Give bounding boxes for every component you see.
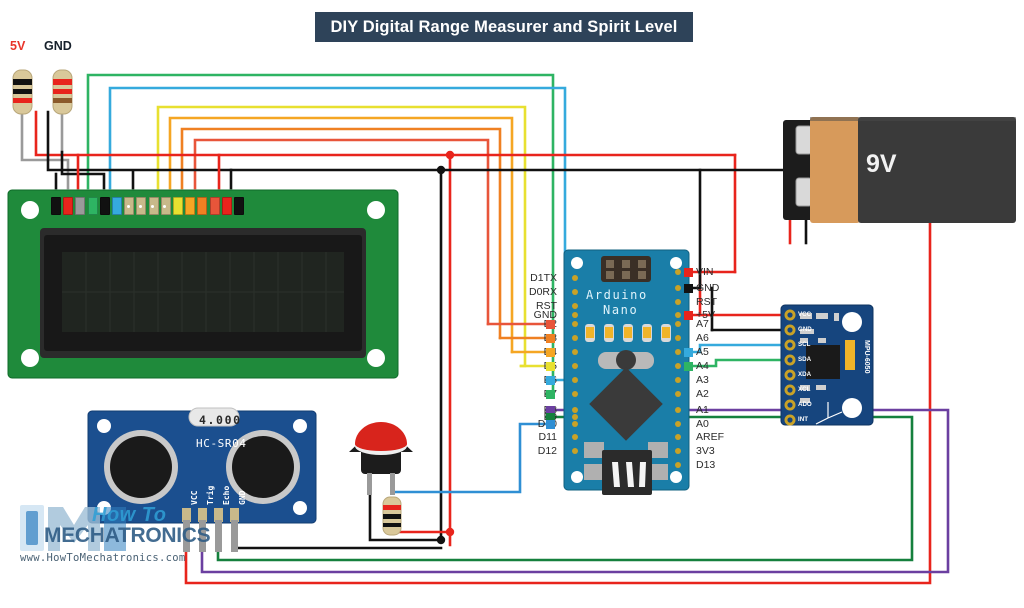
arduino-pin-label-rst: RST (536, 300, 557, 312)
lcd-pin-14 (209, 197, 220, 215)
arduino-pin-label-d0rx: D0RX (528, 286, 557, 298)
lcd-pin-3 (75, 197, 86, 215)
arduino-pin-label-a5: A5 (696, 346, 709, 358)
mpu6050-pin-label-int: INT (798, 416, 808, 423)
battery-label: 9V (866, 150, 897, 178)
arduino-pin-label-a3: A3 (696, 374, 709, 386)
junction-dot (436, 535, 446, 545)
lcd-pin-12 (185, 197, 196, 215)
lcd-pin-6 (112, 197, 122, 215)
lcd-pin-1 (51, 197, 61, 215)
arduino-pin-label-vin: VIN (696, 266, 714, 278)
watermark-line1: How To (92, 504, 167, 526)
arduino-pin-label-a4: A4 (696, 360, 709, 372)
arduino-pin-label-d2: D2 (0, 318, 557, 330)
lcd-pin-13 (197, 197, 208, 215)
resistor-button (382, 496, 402, 536)
arduino-pin-label-d1tx: D1TX (530, 272, 557, 284)
arduino-board-name-line2: Nano (603, 303, 639, 317)
arduino-pin-label-a1: A1 (696, 404, 709, 416)
arduino-pin-marker-gnd (684, 284, 693, 293)
mpu6050-model-label: MPU-6050 (863, 340, 870, 374)
arduino-pin-label-d11: D11 (538, 431, 557, 443)
lcd-pin-11 (173, 197, 183, 215)
arduino-pin-label-d13: D13 (696, 459, 716, 471)
lcd-pin-16 (234, 197, 244, 215)
arduino-pin-marker-d7 (546, 390, 555, 399)
arduino-board-name-line1: Arduino (586, 288, 648, 302)
mpu6050-pin-label-xda: XDA (798, 371, 812, 378)
arduino-pin-label-d7: D7 (0, 388, 557, 400)
arduino-pin-label-d6: D6 (0, 374, 557, 386)
arduino-pin-label-a0: A0 (696, 418, 709, 430)
watermark-url: www.HowToMechatronics.com (20, 552, 186, 564)
mpu6050-pin-label-sda: SDA (798, 356, 812, 363)
mpu6050-pin-label-vcc: VCC (798, 311, 812, 318)
arduino-pin-marker-+5v (684, 311, 693, 320)
arduino-pin-marker-d6 (546, 376, 555, 385)
arduino-pin-label-a7: A7 (696, 318, 709, 330)
lcd-pin-2 (63, 197, 74, 215)
arduino-nano-board (563, 249, 690, 495)
arduino-pin-label-gnd: GND (696, 282, 720, 294)
arduino-pin-label-d4: D4 (0, 346, 557, 358)
resistor-gnd (52, 69, 73, 115)
arduino-pin-label-d3: D3 (0, 332, 557, 344)
lcd-pin-5 (99, 197, 110, 215)
ultrasonic-pin-label-gnd: GND (238, 490, 247, 505)
mpu6050-pin-label-ado: ADO (798, 401, 812, 408)
arduino-pin-marker-d3 (546, 334, 555, 343)
watermark-line2: MECHATRONICS (44, 524, 211, 547)
arduino-pin-label-3v3: 3V3 (696, 445, 715, 457)
watermark-logo (20, 505, 126, 551)
arduino-pin-marker-d5 (546, 362, 555, 371)
ultrasonic-model: HC-SR04 (196, 437, 247, 450)
arduino-pin-label-d5: D5 (0, 360, 557, 372)
junction-dot (445, 150, 455, 160)
rail-label-gnd: GND (44, 39, 72, 53)
mpu6050-pin-label-xcl: XCL (798, 386, 811, 393)
arduino-pin-label-+5v: +5V (696, 309, 715, 321)
arduino-pin-label-d10: D10 (0, 418, 557, 430)
junction-dot (436, 165, 446, 175)
arduino-pin-marker-d10 (546, 420, 555, 429)
arduino-pin-marker-d4 (546, 348, 555, 357)
arduino-pin-marker-a5 (684, 348, 693, 357)
arduino-pin-label-a6: A6 (696, 332, 709, 344)
arduino-pin-marker-d8 (546, 406, 555, 415)
battery-9v (783, 117, 1016, 223)
arduino-pin-label-rst: RST (696, 296, 717, 308)
lcd-pin-4 (87, 197, 98, 215)
arduino-pin-marker-d9 (546, 413, 555, 422)
page-title: DIY Digital Range Measurer and Spirit Le… (315, 12, 693, 42)
rail-label-5v: 5V (10, 39, 26, 53)
arduino-pin-label-a2: A2 (696, 388, 709, 400)
mpu6050-pin-label-scl: SCL (798, 341, 811, 348)
arduino-pin-marker-d2 (546, 320, 555, 329)
mpu6050-module (780, 304, 874, 426)
junction-dot (445, 527, 455, 537)
resistor-5v (12, 69, 33, 115)
lcd-pin-hole (163, 205, 167, 208)
lcd-pin-15 (221, 197, 232, 215)
lcd-pin-hole (126, 205, 130, 208)
arduino-pin-label-d12: D12 (537, 445, 557, 457)
lcd-pin-hole (151, 205, 155, 208)
arduino-pin-marker-vin (684, 268, 693, 277)
arduino-pin-marker-a4 (684, 362, 693, 371)
ultrasonic-value: 4.000 (199, 413, 242, 427)
arduino-pin-label-aref: AREF (696, 431, 725, 443)
mpu6050-pin-label-gnd: GND (798, 326, 812, 333)
page-title-text: DIY Digital Range Measurer and Spirit Le… (330, 17, 678, 36)
arduino-pin-label-gnd: GND (533, 309, 557, 321)
push-button (349, 422, 413, 495)
ultrasonic-module (87, 407, 317, 552)
lcd-pin-hole (138, 205, 142, 208)
